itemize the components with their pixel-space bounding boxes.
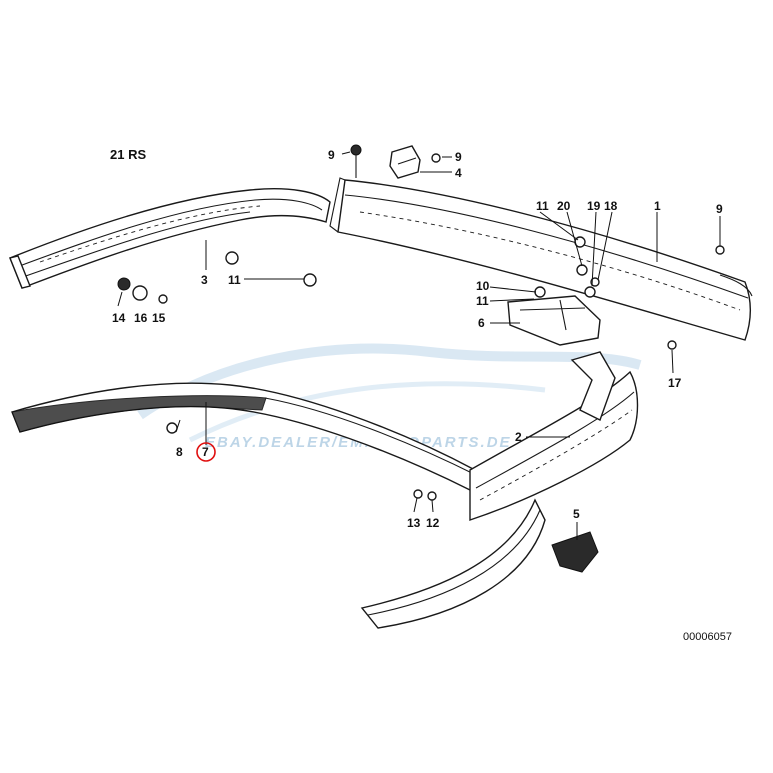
label-8: 8 xyxy=(176,445,183,459)
label-11: 11 xyxy=(536,199,549,213)
lower-bumper-strip xyxy=(360,498,546,629)
label-11: 11 xyxy=(228,273,241,287)
label-11: 11 xyxy=(476,294,489,308)
part-4-bracket xyxy=(389,145,421,179)
label-6: 6 xyxy=(478,316,485,330)
label-20: 20 xyxy=(557,199,571,213)
label-9: 9 xyxy=(716,202,723,216)
label-13: 13 xyxy=(407,516,421,530)
label-14: 14 xyxy=(112,311,126,325)
drawing-code: 00006057 xyxy=(683,631,732,643)
label-18: 18 xyxy=(604,199,618,213)
label-3: 3 xyxy=(201,273,208,287)
label-2: 2 xyxy=(515,430,522,444)
part-2-carrier xyxy=(469,351,639,521)
leader-lines xyxy=(117,151,721,540)
watermark-text: EBAY.DEALER/EMIAUTOPARTS.DE xyxy=(205,434,512,451)
part-1-carrier xyxy=(329,177,753,341)
part-labels: 21 RS 9 9 4 11 20 19 18 1 9 3 11 14 16 1… xyxy=(110,147,732,643)
part-3-bumper-strip xyxy=(9,188,331,289)
part-5-clip xyxy=(551,531,599,573)
label-19: 19 xyxy=(587,199,601,213)
label-9: 9 xyxy=(328,148,335,162)
label-12: 12 xyxy=(426,516,440,530)
label-9: 9 xyxy=(455,150,462,164)
label-10: 10 xyxy=(476,279,490,293)
highlight-circle xyxy=(196,442,216,462)
part-6-bracket xyxy=(507,295,601,346)
diagram-header: 21 RS xyxy=(110,147,146,162)
label-4: 4 xyxy=(455,166,462,180)
label-16: 16 xyxy=(134,311,148,325)
label-5: 5 xyxy=(573,507,580,521)
label-15: 15 xyxy=(152,311,166,325)
fasteners xyxy=(117,144,725,501)
label-17: 17 xyxy=(668,376,682,390)
label-7: 7 xyxy=(202,445,209,459)
label-1: 1 xyxy=(654,199,661,213)
